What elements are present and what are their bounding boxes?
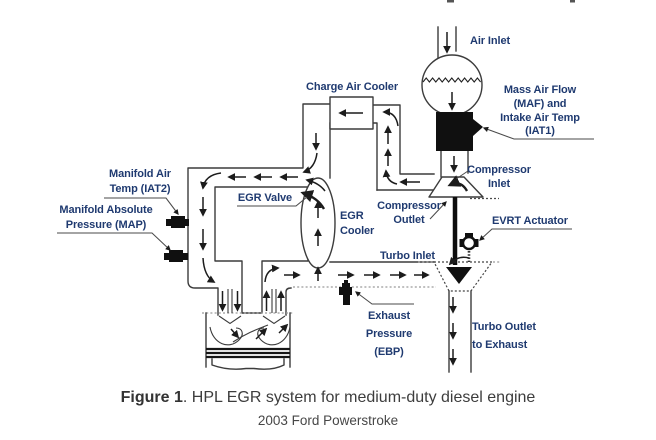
- label-compressor-outlet-line1: Compressor: [377, 200, 442, 212]
- figure-caption: Figure 1. HPL EGR system for medium-duty…: [0, 389, 656, 407]
- iat2-sensor-icon: [166, 216, 189, 228]
- label-iat2-line1: Manifold Air: [109, 168, 172, 180]
- turbine-wheel: [433, 256, 494, 292]
- label-compressor-inlet-line2: Inlet: [488, 178, 511, 190]
- cropped-text-fragments: [447, 0, 575, 3]
- engine-cylinder: [202, 289, 294, 370]
- label-iat2-line2: Temp (IAT2): [110, 183, 171, 195]
- evrt-actuator-icon: [459, 233, 479, 262]
- label-turbo-outlet-line1: Turbo Outlet: [472, 321, 536, 333]
- label-maf-line4: (IAT1): [525, 125, 555, 137]
- label-compressor-outlet-line2: Outlet: [393, 214, 425, 226]
- label-map-line1: Manifold Absolute: [59, 204, 152, 216]
- maf-iat1-sensor: [436, 112, 483, 151]
- exhaust-duct-walls: [285, 261, 500, 373]
- label-egr-cooler-line1: EGR: [340, 210, 364, 222]
- figure-subcaption: 2003 Ford Powerstroke: [257, 413, 399, 428]
- label-egr-valve: EGR Valve: [238, 192, 292, 204]
- flow-arrows: [199, 32, 458, 366]
- label-ebp-line3: (EBP): [374, 346, 404, 358]
- label-air-inlet: Air Inlet: [470, 35, 510, 47]
- label-maf-line1: Mass Air Flow: [504, 84, 577, 96]
- label-maf-line3: Intake Air Temp: [500, 112, 580, 124]
- label-leader-lines: [57, 126, 594, 305]
- label-turbo-inlet: Turbo Inlet: [380, 250, 435, 262]
- label-evrt-actuator: EVRT Actuator: [492, 215, 569, 227]
- labels: Air Inlet Charge Air Cooler Mass Air Flo…: [59, 35, 580, 358]
- figure-caption-label: Figure 1: [120, 389, 183, 406]
- label-map-line2: Pressure (MAP): [66, 219, 147, 231]
- label-egr-cooler-line2: Cooler: [340, 225, 375, 237]
- figure-caption-title: . HPL EGR system for medium-duty diesel …: [182, 389, 536, 406]
- label-charge-air-cooler: Charge Air Cooler: [306, 81, 399, 93]
- compressor-wheel: [428, 175, 499, 200]
- filter-element-zigzag: [422, 77, 482, 83]
- egr-valve-marks: [300, 177, 326, 210]
- map-sensor-icon: [164, 250, 188, 262]
- label-compressor-inlet-line1: Compressor: [467, 164, 532, 176]
- label-maf-line2: (MAF) and: [514, 98, 567, 110]
- label-ebp-line2: Pressure: [366, 328, 412, 340]
- egr-cooler-shape: [300, 177, 336, 269]
- label-turbo-outlet-line2: to Exhaust: [472, 339, 528, 351]
- ebp-sensor-icon: [339, 280, 352, 305]
- label-ebp-line1: Exhaust: [368, 310, 411, 322]
